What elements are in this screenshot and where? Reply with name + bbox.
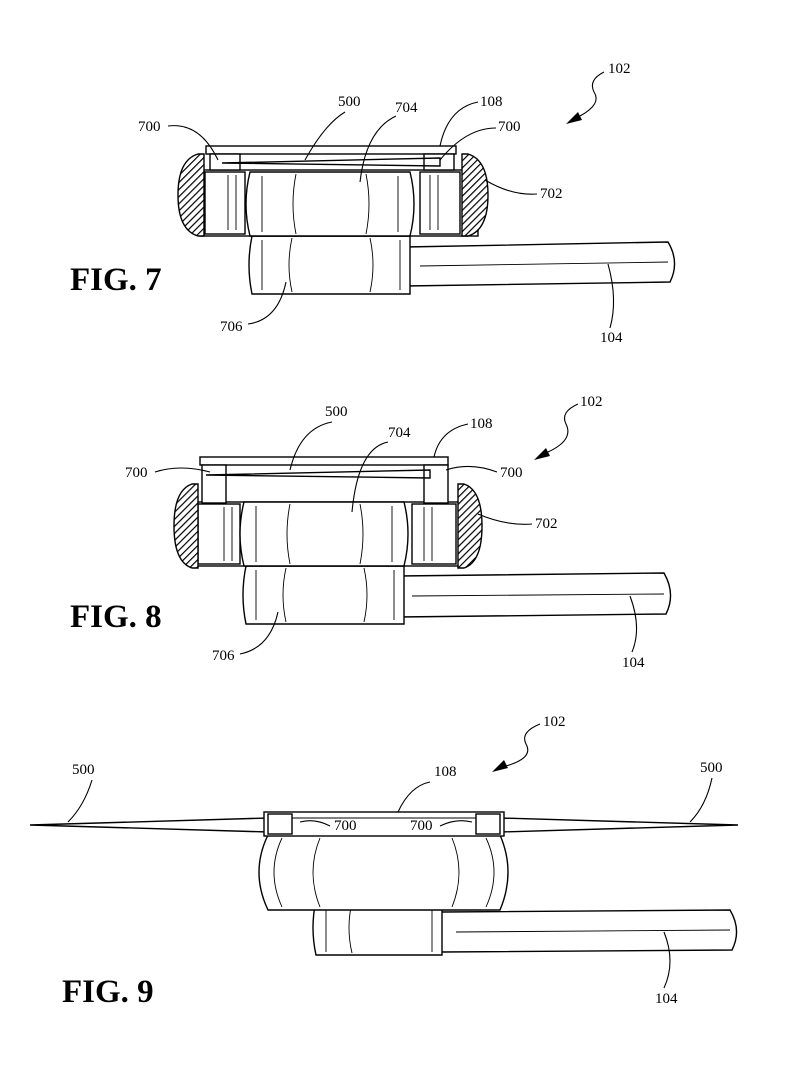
hatched-ring-702 bbox=[177, 153, 489, 237]
ref-108: 108 bbox=[470, 416, 493, 432]
pin-700-left bbox=[267, 813, 293, 835]
ref-706: 706 bbox=[212, 648, 235, 664]
ref-500: 500 bbox=[338, 94, 361, 110]
ref-104: 104 bbox=[655, 991, 678, 1007]
blade-500 bbox=[221, 157, 441, 167]
ref-104: 104 bbox=[600, 330, 623, 346]
upper-nut-704 bbox=[245, 171, 415, 237]
blade-500-right bbox=[499, 817, 739, 833]
pin-700-right bbox=[423, 464, 449, 504]
pin-700-right bbox=[475, 813, 501, 835]
figure-7-label: FIG. 7 bbox=[70, 262, 162, 298]
lower-nut-706 bbox=[248, 235, 411, 295]
ref-700-right: 700 bbox=[500, 465, 523, 481]
rod-104 bbox=[396, 241, 676, 287]
lower-nut-706 bbox=[242, 565, 405, 625]
plate-108 bbox=[263, 811, 505, 837]
ref-700-right: 700 bbox=[498, 119, 521, 135]
ref-704: 704 bbox=[388, 425, 411, 441]
ref-104: 104 bbox=[622, 655, 645, 671]
figure-9-label: FIG. 9 bbox=[62, 974, 154, 1010]
pin-700-right bbox=[423, 153, 455, 171]
rod-104 bbox=[434, 909, 738, 953]
hatched-ring-702 bbox=[173, 483, 483, 569]
ref-700-left: 700 bbox=[138, 119, 161, 135]
ref-706: 706 bbox=[220, 319, 243, 335]
blade-500-left bbox=[29, 817, 269, 833]
ref-102: 102 bbox=[580, 394, 603, 410]
ref-102: 102 bbox=[608, 61, 631, 77]
figure-8: FIG. 8 bbox=[70, 394, 672, 671]
ref-108: 108 bbox=[434, 764, 457, 780]
ref-500: 500 bbox=[325, 404, 348, 420]
ref-700-left: 700 bbox=[334, 818, 357, 834]
ref-700-right: 700 bbox=[410, 818, 433, 834]
ref-702: 702 bbox=[540, 186, 563, 202]
blade-500 bbox=[205, 469, 431, 479]
ref-500-right: 500 bbox=[700, 760, 723, 776]
ref-108: 108 bbox=[480, 94, 503, 110]
pin-700-left bbox=[201, 464, 227, 504]
ref-704: 704 bbox=[395, 100, 418, 116]
ref-102: 102 bbox=[543, 714, 566, 730]
rod-104 bbox=[390, 572, 672, 618]
upper-nut-704 bbox=[239, 501, 409, 567]
figure-8-label: FIG. 8 bbox=[70, 599, 162, 635]
figure-7: FIG. 7 bbox=[70, 61, 676, 346]
ref-500-left: 500 bbox=[72, 762, 95, 778]
side-bushings bbox=[204, 171, 461, 235]
side-bushings bbox=[197, 503, 457, 565]
ref-700-left: 700 bbox=[125, 465, 148, 481]
figure-9: FIG. 9 1 bbox=[29, 714, 739, 1010]
plate-108 bbox=[199, 456, 449, 504]
ref-702: 702 bbox=[535, 516, 558, 532]
plate-108 bbox=[205, 145, 457, 171]
ring-body bbox=[258, 834, 509, 911]
